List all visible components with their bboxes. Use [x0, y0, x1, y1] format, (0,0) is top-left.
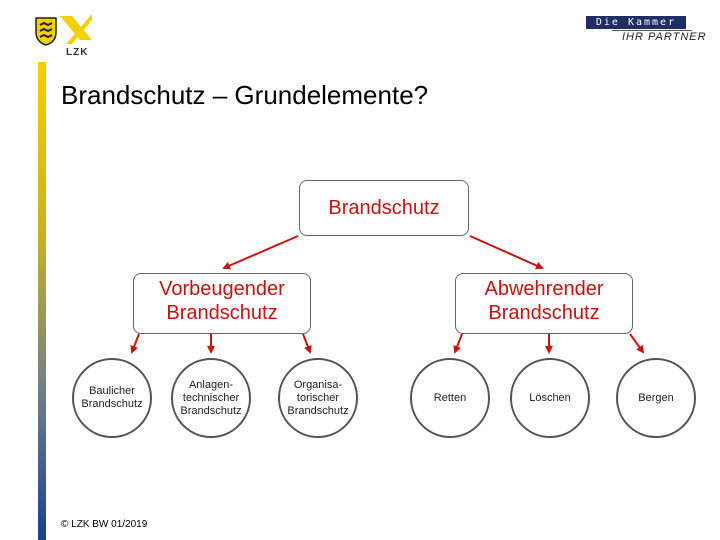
arrow-right-3: [629, 333, 645, 354]
arrow-left-1: [130, 333, 140, 354]
leaf-node-organisatorisch: Organisa- torischer Brandschutz: [278, 358, 358, 438]
kammer-badge: Die Kammer: [586, 16, 686, 29]
arrow-left-3: [302, 333, 312, 354]
partner-slogan: IHR PARTNER: [622, 31, 707, 43]
branch-label-line: Brandschutz: [166, 302, 278, 324]
branch-label-line: Abwehrender: [484, 278, 604, 300]
leaf-label-line: Baulicher: [89, 385, 135, 397]
sidebar-color-bar: [38, 62, 46, 540]
leaf-label-line: Brandschutz: [81, 398, 143, 410]
leaf-label-line: Retten: [433, 391, 467, 404]
leaf-node-bergen: Bergen: [616, 358, 696, 438]
leaf-node-baulich: Baulicher Brandschutz: [72, 358, 152, 438]
leaf-label-line: Brandschutz: [287, 404, 349, 417]
branch-label-line: Vorbeugender: [159, 278, 285, 300]
branch-node-vorbeugend: Vorbeugender Brandschutz: [133, 273, 311, 334]
leaf-node-retten: Retten: [410, 358, 490, 438]
branch-label-line: Brandschutz: [488, 302, 600, 324]
leaf-node-loeschen: Löschen: [510, 358, 590, 438]
logo-text: LZK: [66, 47, 89, 58]
root-node: Brandschutz: [299, 180, 469, 236]
leaf-label-line: Anlagen-: [188, 378, 234, 391]
leaf-label-line: technischer: [182, 391, 240, 404]
leaf-node-anlagentechnisch: Anlagen- technischer Brandschutz: [171, 358, 251, 438]
leaf-label-line: Brandschutz: [180, 404, 242, 417]
partner-divider: [612, 30, 692, 31]
arrow-root-right: [469, 235, 544, 270]
arrow-right-1: [453, 333, 463, 354]
footer-copyright: © LZK BW 01/2019: [61, 519, 148, 530]
lzk-logo-icon: [60, 14, 92, 44]
slide-title: Brandschutz – Grundelemente?: [61, 80, 429, 110]
leaf-label-line: Bergen: [638, 391, 674, 404]
root-node-label: Brandschutz: [328, 197, 440, 219]
leaf-label-line: torischer: [296, 391, 340, 404]
leaf-label-line: Löschen: [529, 391, 571, 404]
coat-of-arms-icon: [35, 17, 57, 46]
leaf-label-line: Organisa-: [293, 378, 343, 391]
branch-node-abwehrend: Abwehrender Brandschutz: [455, 273, 633, 334]
arrow-root-left: [222, 235, 299, 270]
